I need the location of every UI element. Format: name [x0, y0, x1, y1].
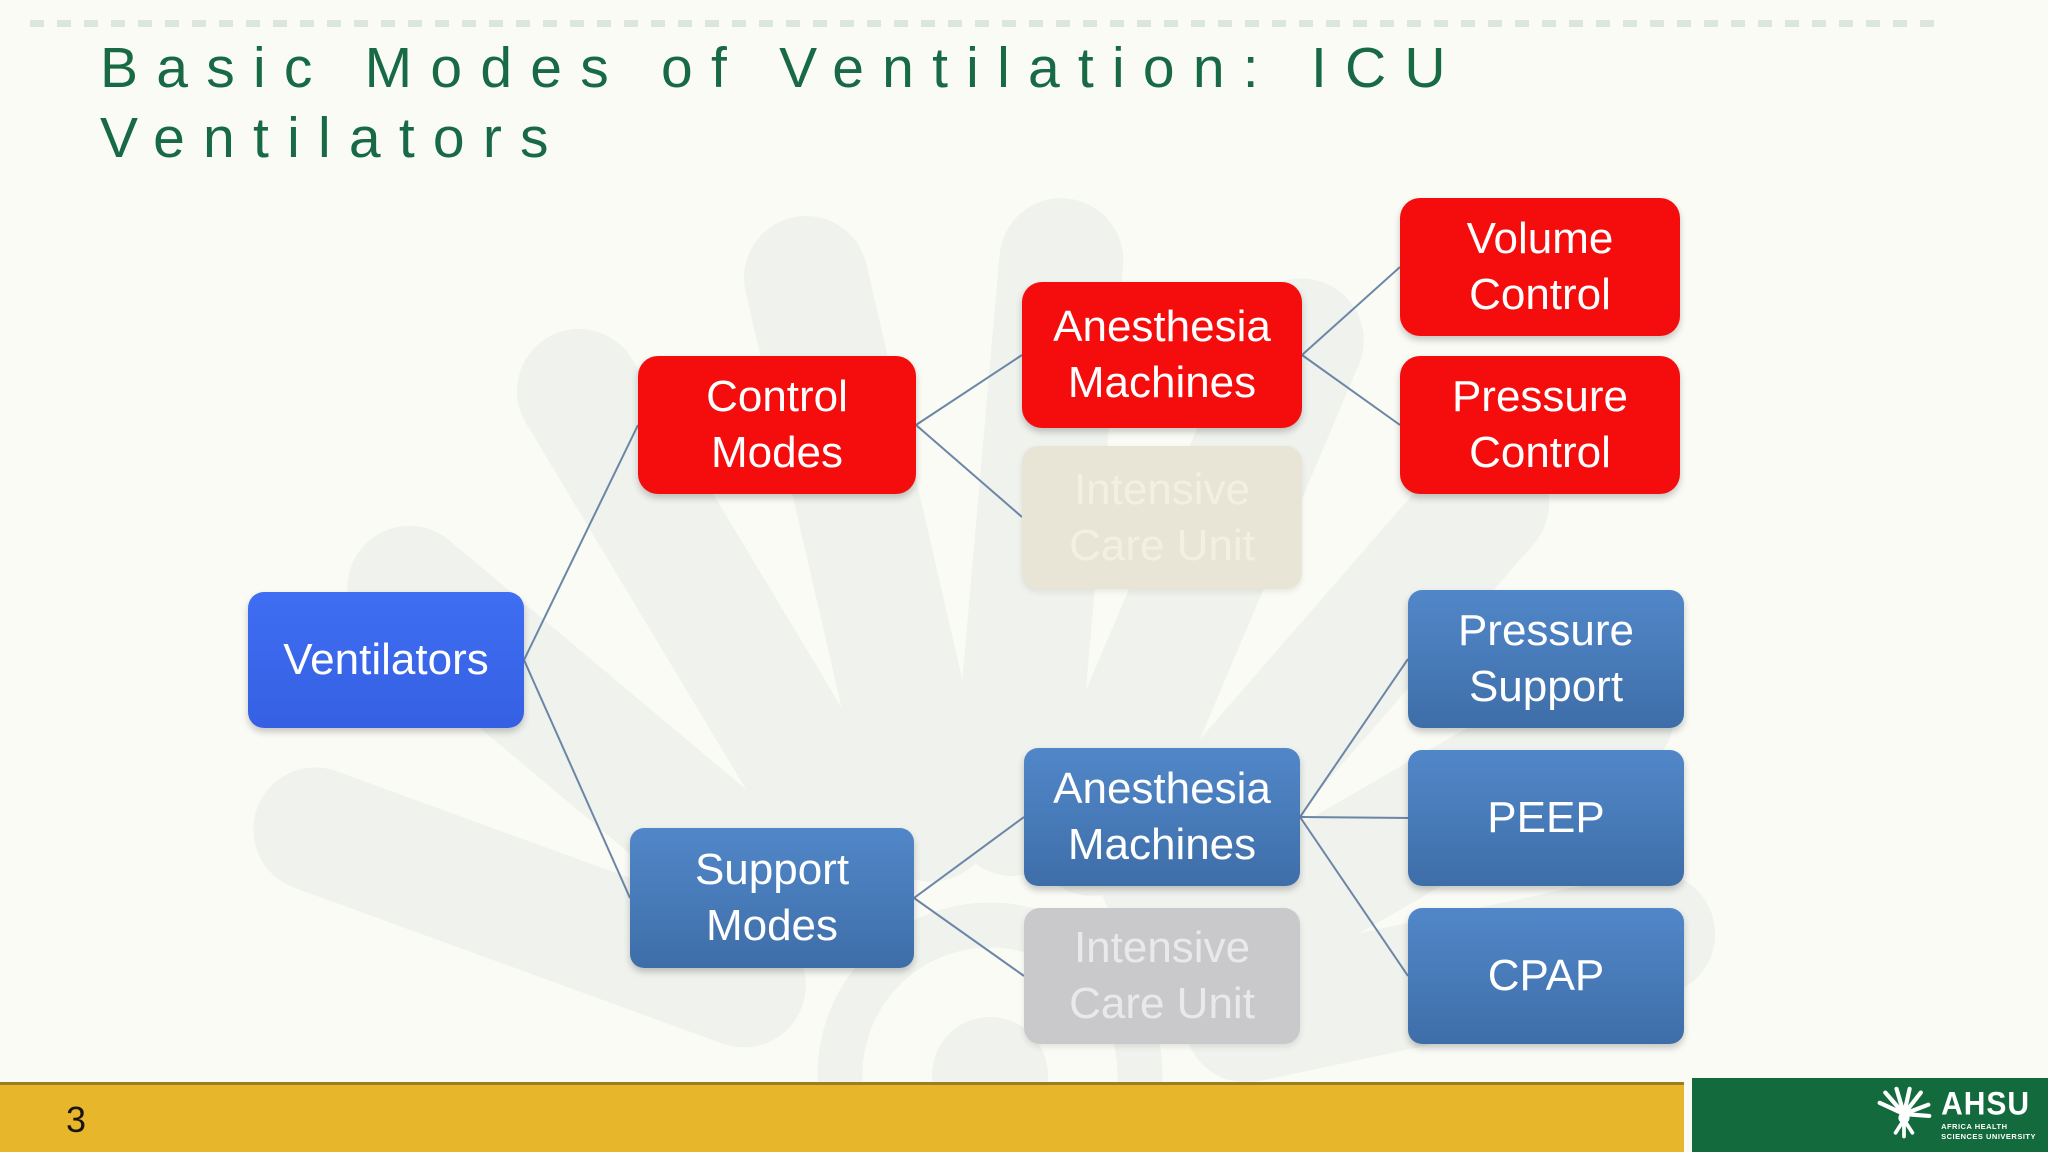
node-intensive-care-unit-support: Intensive Care Unit: [1024, 908, 1300, 1044]
page-number: 3: [66, 1099, 87, 1140]
slide-title-line2: Ventilators: [100, 105, 567, 170]
ahsu-logo: AHSU AFRICA HEALTH SCIENCES UNIVERSITY: [1875, 1086, 2036, 1144]
node-peep: PEEP: [1408, 750, 1684, 886]
ahsu-org-line2: SCIENCES UNIVERSITY: [1941, 1132, 2036, 1141]
node-anesthesia-machines-control: Anesthesia Machines: [1022, 282, 1302, 428]
top-accent-strip: [30, 20, 1944, 27]
node-pressure-control: Pressure Control: [1400, 356, 1680, 494]
node-ventilators: Ventilators: [248, 592, 524, 728]
footer-logo-block: AHSU AFRICA HEALTH SCIENCES UNIVERSITY: [1692, 1078, 2048, 1152]
ahsu-org-line1: AFRICA HEALTH: [1941, 1121, 2008, 1131]
footer-gold-bar: 3: [0, 1082, 1684, 1152]
node-cpap: CPAP: [1408, 908, 1684, 1044]
node-volume-control: Volume Control: [1400, 198, 1680, 336]
node-support-modes: Support Modes: [630, 828, 914, 968]
node-anesthesia-machines-support: Anesthesia Machines: [1024, 748, 1300, 886]
ahsu-starburst-icon: [1877, 1086, 1932, 1139]
node-pressure-support: Pressure Support: [1408, 590, 1684, 728]
ahsu-acronym: AHSU: [1941, 1086, 2031, 1122]
slide-title: Basic Modes of Ventilation: ICU Ventilat…: [100, 34, 1600, 173]
node-control-modes: Control Modes: [638, 356, 916, 494]
slide-title-line1: Basic Modes of Ventilation: ICU: [100, 36, 1464, 100]
node-intensive-care-unit-control: Intensive Care Unit: [1022, 446, 1302, 589]
ahsu-logo-text: AHSU AFRICA HEALTH SCIENCES UNIVERSITY: [1941, 1086, 2036, 1141]
